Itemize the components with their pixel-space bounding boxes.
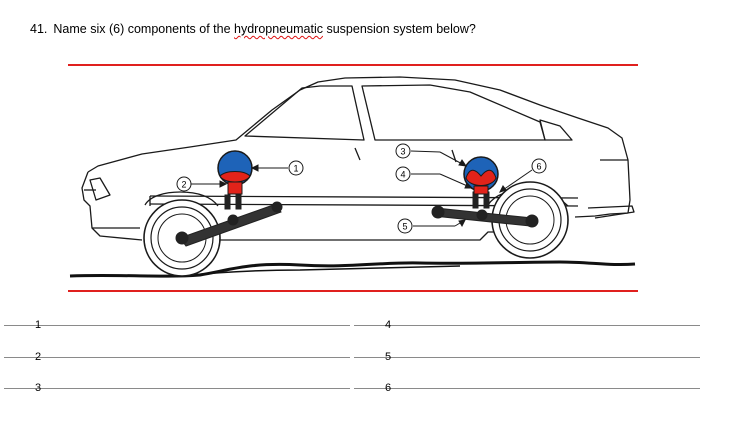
answer-line-1[interactable]	[4, 325, 350, 326]
answer-number-4: 4	[384, 319, 392, 331]
front-suspension-arm	[175, 194, 283, 247]
answer-number-5: 5	[384, 351, 392, 363]
callout-1-label: 1	[293, 164, 298, 174]
answer-number-2: 2	[34, 351, 42, 363]
question-text: 41. Name six (6) components of the hydrop…	[30, 22, 476, 36]
leader-lines	[191, 150, 533, 228]
answer-line-2[interactable]	[4, 357, 350, 358]
answer-line-5[interactable]	[354, 357, 700, 358]
callout-5: 5	[397, 218, 413, 234]
callout-6: 6	[531, 158, 547, 174]
callout-4-label: 4	[400, 170, 405, 180]
spellcheck-flagged-word: hydropneumatic	[234, 22, 323, 36]
callout-2: 2	[176, 176, 192, 192]
question-text-after: suspension system below?	[322, 22, 476, 36]
callout-5-label: 5	[402, 222, 407, 232]
answer-number-3: 3	[34, 382, 42, 394]
callout-2-label: 2	[181, 180, 186, 190]
callout-6-label: 6	[536, 162, 541, 172]
answer-line-4[interactable]	[354, 325, 700, 326]
question-number: 41.	[30, 22, 48, 36]
answer-line-3[interactable]	[4, 388, 350, 389]
rear-suspension-arm	[431, 191, 539, 228]
answer-number-6: 6	[384, 382, 392, 394]
answer-line-6[interactable]	[354, 388, 700, 389]
front-suspension-sphere	[217, 150, 253, 195]
callout-1: 1	[288, 160, 304, 176]
callout-3: 3	[395, 143, 411, 159]
answer-number-1: 1	[34, 319, 42, 331]
ground-line-2	[179, 265, 461, 277]
callout-4: 4	[395, 166, 411, 182]
callout-3-label: 3	[400, 147, 405, 157]
question-text-before: Name six (6) components of the	[53, 22, 235, 36]
rear-suspension-sphere	[463, 156, 499, 195]
